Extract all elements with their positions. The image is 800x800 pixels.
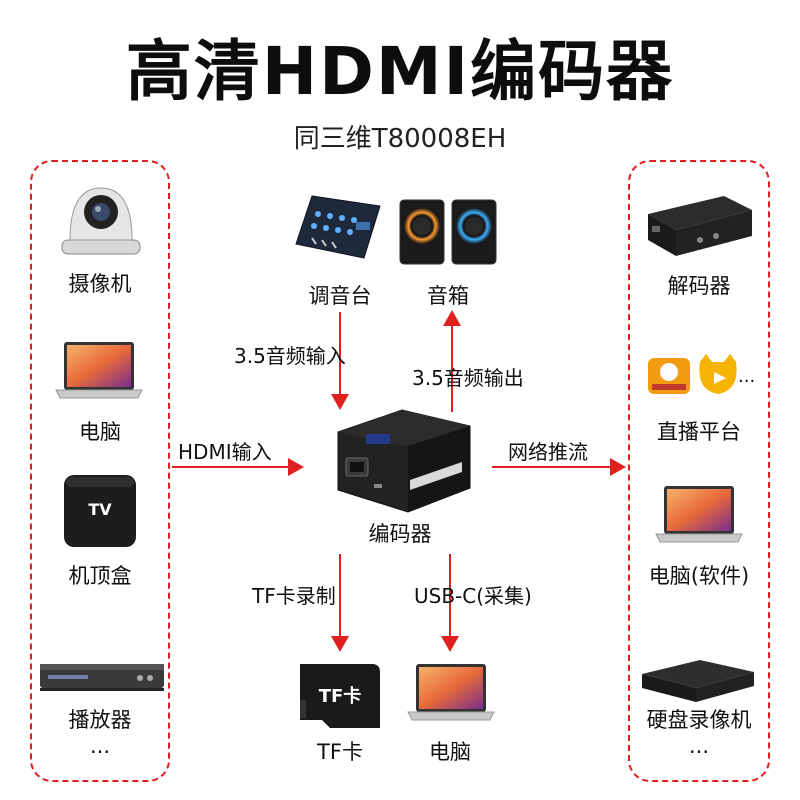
encoder-icon — [337, 409, 471, 513]
nvr-icon — [642, 660, 754, 702]
camera-icon — [61, 187, 141, 255]
label-nvr: 硬盘录像机 — [646, 708, 752, 732]
label-audio-output: 3.5音频输出 — [412, 366, 524, 390]
mixer-icon — [295, 195, 381, 259]
arrow-network-stream — [492, 458, 626, 476]
label-live-more: ... — [738, 366, 756, 387]
tvbox-icon — [64, 475, 136, 547]
label-encoder: 编码器 — [368, 522, 432, 546]
arrow-hdmi-input — [172, 458, 304, 476]
label-inputs-more: ... — [89, 734, 111, 758]
arrow-audio-output — [443, 310, 461, 412]
tf-card-icon — [300, 664, 380, 728]
speaker-icon — [399, 199, 497, 265]
label-player: 播放器 — [68, 708, 132, 732]
label-audio-input: 3.5音频输入 — [234, 344, 346, 368]
input-devices-group — [30, 160, 170, 782]
label-live-platform: 直播平台 — [657, 420, 741, 444]
decoder-icon — [648, 196, 752, 256]
label-speaker: 音箱 — [427, 284, 469, 308]
label-tf-record: TF卡录制 — [252, 584, 336, 608]
arrow-tf-record — [331, 554, 349, 652]
model-subtitle: 同三维T80008EH — [293, 124, 507, 154]
laptop-left-icon — [55, 342, 143, 399]
label-network-stream: 网络推流 — [508, 440, 588, 464]
label-decoder: 解码器 — [667, 274, 731, 298]
label-computer-left: 电脑 — [79, 420, 121, 444]
player-icon — [40, 664, 164, 691]
live-platform-logos-icon — [648, 354, 737, 394]
label-usbc: USB-C(采集) — [414, 584, 532, 608]
page-title: 高清HDMI编码器 — [125, 33, 675, 110]
laptop-right-icon — [655, 486, 743, 543]
arrow-audio-input — [331, 312, 349, 410]
label-mixer: 调音台 — [308, 284, 372, 308]
laptop-bottom-icon — [407, 664, 495, 721]
label-computer-bottom: 电脑 — [429, 740, 471, 764]
output-devices-group — [628, 160, 770, 782]
label-hdmi-input: HDMI输入 — [178, 440, 272, 464]
label-tf-card: TF卡 — [317, 740, 363, 764]
label-outputs-more: ... — [688, 734, 710, 758]
label-camera: 摄像机 — [68, 272, 132, 296]
tvbox-badge: TV — [88, 500, 112, 519]
label-tvbox: 机顶盒 — [68, 564, 132, 588]
arrow-usbc — [441, 554, 459, 652]
tf-card-badge: TF卡 — [318, 686, 362, 707]
label-computer-software: 电脑(软件) — [648, 564, 750, 588]
